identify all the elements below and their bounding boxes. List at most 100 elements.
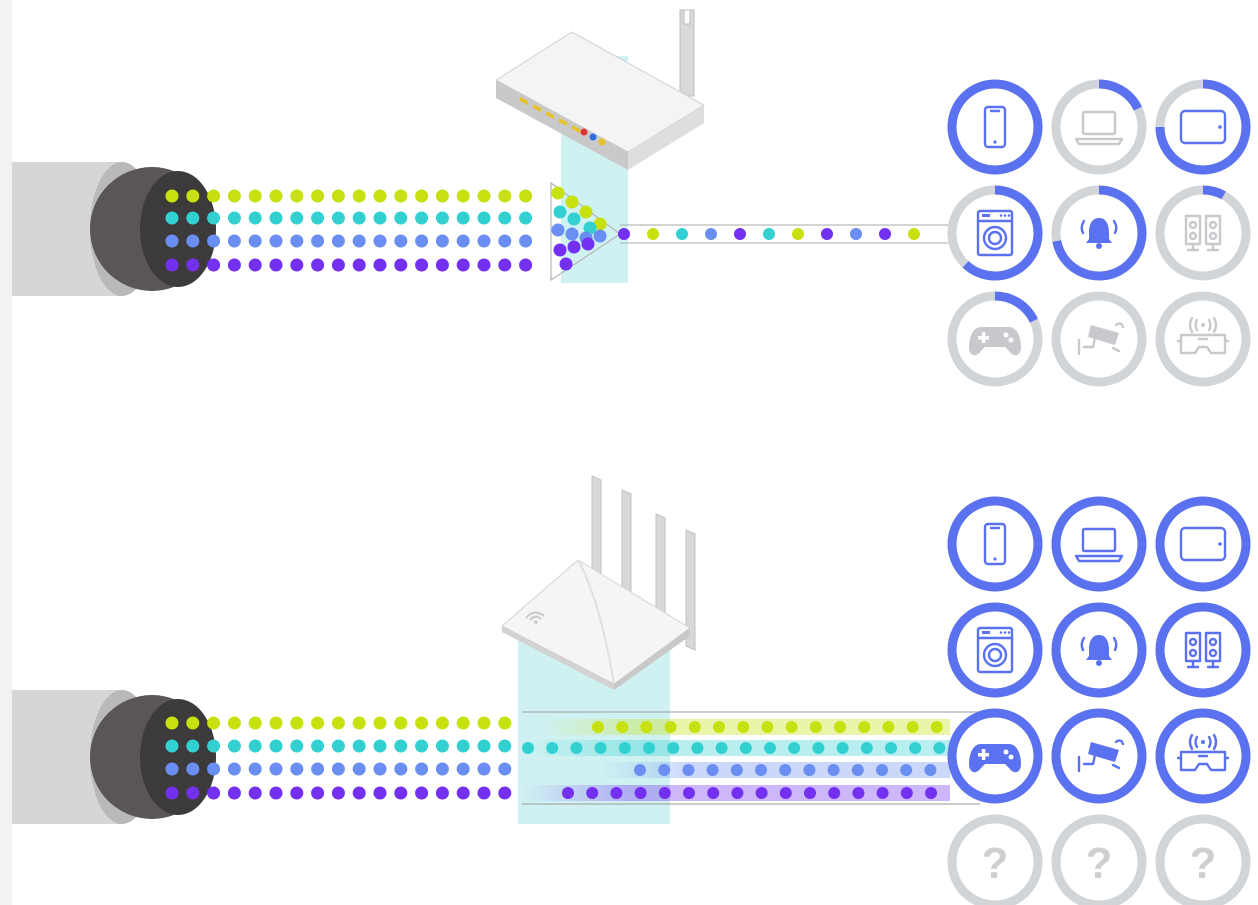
parallel-dot-blue — [779, 764, 792, 776]
device-ring-progress — [994, 291, 1038, 323]
device-ring-progress — [1155, 602, 1251, 698]
device-gamepad — [947, 708, 1043, 804]
parallel-dot-blue — [658, 764, 671, 776]
parallel-dot-purple — [658, 787, 671, 799]
merged-dot-green — [908, 228, 920, 240]
stream-dot-blue — [269, 762, 283, 776]
wifi-icon — [525, 611, 545, 624]
stream-dot-green — [269, 716, 283, 730]
stream-dot-purple — [207, 258, 221, 272]
stream-dot-green — [498, 189, 512, 203]
stream-dot-cyan — [394, 211, 408, 225]
stream-dot-green — [477, 189, 491, 203]
router-side — [614, 628, 690, 690]
stream-dot-green — [477, 716, 491, 730]
stream-dot-blue — [331, 234, 345, 248]
gamepad-icon — [969, 744, 1021, 773]
funnel-dot-purple — [581, 237, 595, 251]
parallel-dot-cyan — [933, 742, 946, 754]
stream-dot-cyan — [456, 739, 470, 753]
parallel-dot-green — [664, 721, 677, 733]
stream-dot-blue — [415, 762, 429, 776]
stream-dot-purple — [207, 786, 221, 800]
parallel-dot-green — [592, 721, 604, 733]
stream-dot-cyan — [394, 739, 408, 753]
parallel-dot-green — [906, 721, 919, 733]
stream-dot-blue — [227, 234, 241, 248]
stream-dot-purple — [311, 786, 325, 800]
stream-dot-green — [435, 716, 449, 730]
stream-dot-cyan — [290, 211, 304, 225]
cable-core-face — [140, 171, 216, 287]
merged-dot-cyan — [676, 228, 688, 240]
parallel-dot-purple — [707, 787, 720, 799]
stream-dot-cyan — [165, 211, 179, 225]
parallel-dot-cyan — [836, 742, 849, 754]
parallel-dot-blue — [634, 764, 646, 776]
stream-dot-green — [331, 716, 345, 730]
stream-dot-blue — [311, 762, 325, 776]
merged-dot-purple — [879, 228, 891, 240]
stream-dot-blue — [415, 234, 429, 248]
device-vr-headset — [1155, 708, 1251, 804]
stream-dot-cyan — [415, 211, 429, 225]
stream-dot-blue — [456, 234, 470, 248]
device-ring-track — [1155, 814, 1251, 905]
stream-dot-green — [352, 189, 366, 203]
unknown-device-icon: ? — [1190, 839, 1217, 888]
funnel-dot-green — [565, 195, 579, 209]
stream-dot-purple — [498, 258, 512, 272]
parallel-dot-green — [616, 721, 629, 733]
stream-dot-cyan — [227, 211, 241, 225]
device-security-camera — [1051, 708, 1147, 804]
stream-dot-purple — [435, 258, 449, 272]
stream-dot-purple — [331, 258, 345, 272]
parallel-dot-purple — [779, 787, 792, 799]
stream-dot-green — [394, 189, 408, 203]
stream-dot-purple — [519, 258, 533, 272]
device-unknown-device: ? — [1155, 814, 1251, 905]
device-ring-progress — [1155, 708, 1251, 804]
stream-dot-green — [519, 189, 533, 203]
parallel-dot-cyan — [546, 742, 559, 754]
stream-dot-green — [331, 189, 345, 203]
smartphone-icon — [983, 105, 1007, 149]
panel-multi-antenna-router: ??? — [12, 475, 1251, 905]
parallel-dot-green — [858, 721, 871, 733]
stream-dot-green — [311, 716, 325, 730]
cable-streams — [165, 189, 533, 272]
device-ring-progress — [962, 185, 1043, 281]
funnel-dot-green — [579, 205, 593, 219]
parallel-dot-cyan — [715, 742, 728, 754]
device-tablet — [1155, 79, 1251, 175]
device-speaker — [1155, 185, 1251, 281]
funnel-dot-green — [593, 217, 607, 231]
parallel-dot-purple — [731, 787, 744, 799]
device-ring-progress — [1051, 708, 1147, 804]
stream-dot-blue — [435, 762, 449, 776]
router-front — [502, 626, 614, 690]
device-unknown-device: ? — [947, 814, 1043, 905]
merged-dot-blue — [850, 228, 862, 240]
device-laptop — [1051, 496, 1147, 592]
parallel-dot-blue — [924, 764, 937, 776]
stream-dot-purple — [269, 786, 283, 800]
device-ring-progress — [1155, 79, 1251, 175]
stream-dot-green — [290, 716, 304, 730]
cable-streams — [165, 716, 512, 800]
stream-dot-purple — [248, 786, 262, 800]
device-ring-progress — [1051, 496, 1147, 592]
stream-dot-green — [373, 716, 387, 730]
unknown-device-icon: ? — [1086, 839, 1113, 888]
device-ring-track — [1051, 291, 1147, 387]
stream-dot-cyan — [477, 211, 491, 225]
stream-dot-purple — [498, 786, 512, 800]
parallel-dot-green — [930, 721, 943, 733]
stream-dot-green — [227, 189, 241, 203]
stream-dot-green — [456, 716, 470, 730]
stream-dot-green — [394, 716, 408, 730]
stream-dot-green — [435, 189, 449, 203]
parallel-dot-purple — [876, 787, 889, 799]
stream-dot-purple — [373, 786, 387, 800]
funnel-dot-blue — [551, 223, 565, 237]
